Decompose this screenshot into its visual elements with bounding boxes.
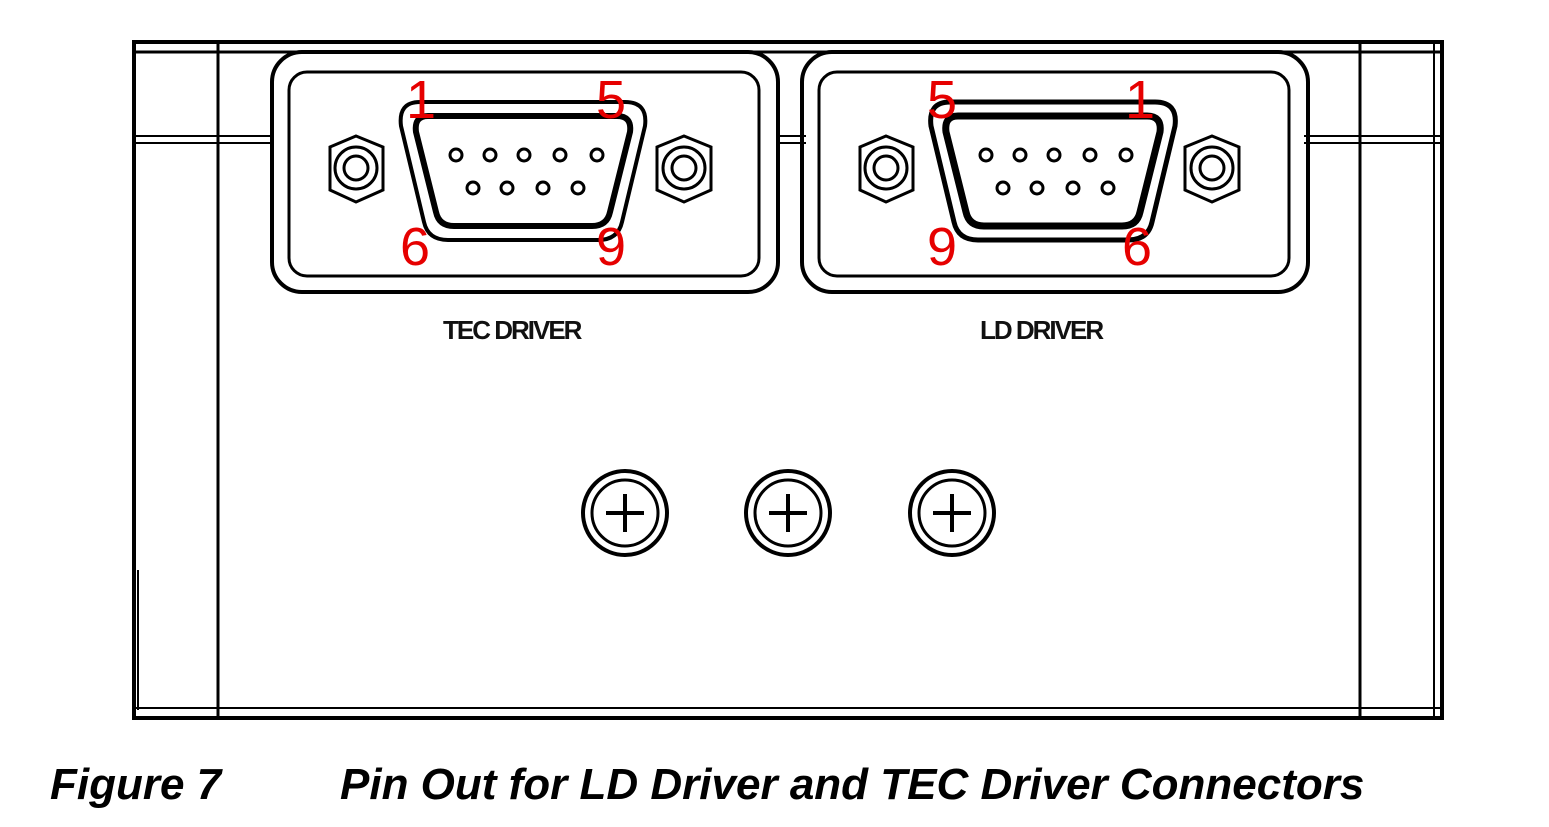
phillips-screw-icon xyxy=(581,469,669,557)
left-jackscrew-icon xyxy=(858,134,915,204)
housing xyxy=(132,40,1444,720)
right-jackscrew-icon xyxy=(1183,134,1241,204)
ld-driver-connector: 5 1 9 6 LD DRIVER xyxy=(800,50,1310,345)
db9-connector-icon xyxy=(928,99,1178,243)
left-jackscrew-icon xyxy=(328,134,385,204)
enclosure-drawing: 1 5 6 9 TEC DRIVER 5 1 9 6 xyxy=(132,40,1444,720)
pin-label-bottom-right: 6 xyxy=(1122,217,1152,277)
pin-label-bottom-left: 9 xyxy=(927,217,957,277)
pin-label-top-right: 1 xyxy=(1125,70,1155,130)
phillips-screw-icon xyxy=(908,469,996,557)
pin-label-top-right: 5 xyxy=(596,70,626,130)
pin-label-bottom-left: 6 xyxy=(400,217,430,277)
db9-connector-icon xyxy=(398,100,648,242)
tec-driver-connector: 1 5 6 9 TEC DRIVER xyxy=(270,50,780,345)
connector-label: LD DRIVER xyxy=(980,315,1104,345)
pin-label-bottom-right: 9 xyxy=(596,217,626,277)
connector-label: TEC DRIVER xyxy=(443,315,583,345)
phillips-screw-icon xyxy=(744,469,832,557)
right-jackscrew-icon xyxy=(655,134,713,204)
pin-label-top-left: 5 xyxy=(927,70,957,130)
figure-number: Figure 7 xyxy=(50,760,222,809)
pin-label-top-left: 1 xyxy=(406,70,436,130)
figure-title: Pin Out for LD Driver and TEC Driver Con… xyxy=(340,760,1365,809)
